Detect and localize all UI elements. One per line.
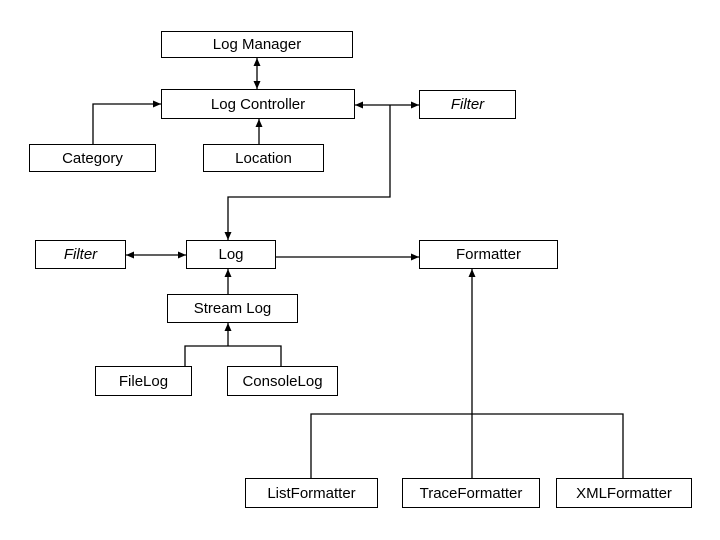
node-formatter: Formatter	[419, 240, 558, 269]
edge-category-logcontroller	[92, 100, 161, 144]
node-log: Log	[186, 240, 276, 269]
node-xmlformatter: XMLFormatter	[556, 478, 692, 508]
node-listformatter: ListFormatter	[245, 478, 378, 508]
node-log-controller-label: Log Controller	[210, 95, 306, 113]
edge-junction-log	[224, 105, 391, 240]
node-filter-mid: Filter	[35, 240, 126, 269]
node-traceformatter-label: TraceFormatter	[419, 484, 523, 502]
node-listformatter-label: ListFormatter	[267, 484, 356, 502]
node-formatter-label: Formatter	[455, 246, 521, 263]
node-filelog: FileLog	[95, 366, 192, 396]
node-stream-log: Stream Log	[167, 294, 298, 323]
node-category-label: Category	[62, 149, 123, 167]
node-consolelog-label: ConsoleLog	[242, 372, 323, 390]
node-stream-log-label: Stream Log	[193, 300, 272, 317]
node-xmlformatter-label: XMLFormatter	[576, 484, 672, 502]
node-filelog-label: FileLog	[118, 372, 169, 390]
node-log-controller: Log Controller	[161, 89, 355, 119]
node-location-label: Location	[235, 149, 292, 167]
node-traceformatter: TraceFormatter	[402, 478, 540, 508]
node-location: Location	[203, 144, 324, 172]
node-filter-top: Filter	[419, 90, 516, 119]
node-consolelog: ConsoleLog	[227, 366, 338, 396]
node-filter-top-label: Filter	[450, 96, 485, 113]
node-log-label: Log	[218, 246, 244, 263]
edge-branch-filelog-consolelog	[184, 345, 282, 366]
node-log-manager: Log Manager	[161, 31, 353, 58]
node-category: Category	[29, 144, 156, 172]
node-filter-mid-label: Filter	[63, 246, 98, 263]
node-log-manager-label: Log Manager	[212, 36, 302, 53]
edge-branch-formatters-rail	[310, 413, 624, 478]
